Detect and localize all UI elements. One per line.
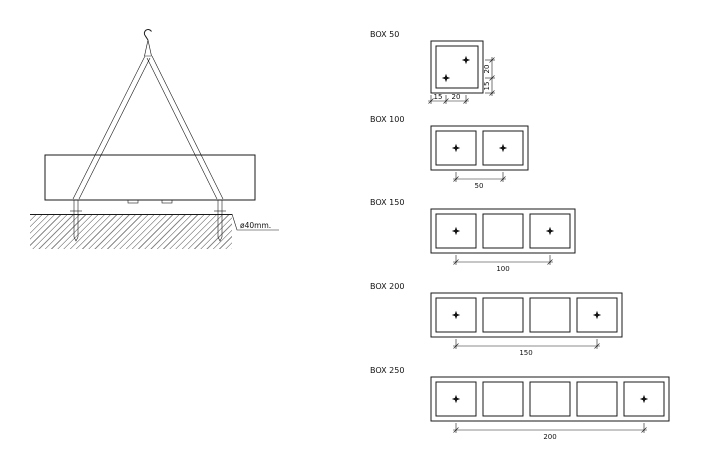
dim-label: 15 xyxy=(483,82,491,91)
sling-line xyxy=(72,55,146,200)
compartment xyxy=(576,297,618,333)
compartment xyxy=(482,381,524,417)
dim-label: 20 xyxy=(452,93,461,101)
crane-hook-icon xyxy=(143,29,152,41)
annotation-leader xyxy=(231,213,279,231)
anchor-point-marker xyxy=(441,73,451,83)
anchor-point-marker xyxy=(451,226,461,236)
compartment xyxy=(435,297,477,333)
compartment xyxy=(435,213,477,249)
anchor-point-marker xyxy=(451,394,461,404)
box-150-drawing xyxy=(430,208,576,265)
shackle xyxy=(144,39,152,57)
compartment xyxy=(435,130,477,166)
box-100-drawing xyxy=(430,125,529,182)
sling-line xyxy=(78,57,151,200)
box-200-drawing xyxy=(430,292,623,349)
box-250-label: BOX 250 xyxy=(370,366,404,375)
dim-label: 150 xyxy=(519,349,532,357)
sling-line xyxy=(151,55,224,200)
compartment xyxy=(576,381,618,417)
compartment xyxy=(623,381,665,417)
compartment xyxy=(482,213,524,249)
box-outline xyxy=(430,292,623,338)
box-outline xyxy=(430,125,529,171)
compartment xyxy=(529,213,571,249)
dim-label: 200 xyxy=(543,433,556,441)
compartment xyxy=(435,381,477,417)
box-200-label: BOX 200 xyxy=(370,282,404,291)
box-250-drawing xyxy=(430,376,670,433)
dim-label: 100 xyxy=(496,265,509,273)
compartment xyxy=(482,297,524,333)
compartment xyxy=(529,297,571,333)
pin-tip xyxy=(217,236,223,242)
box-50-label: BOX 50 xyxy=(370,30,399,39)
anchor-point-marker xyxy=(498,143,508,153)
anchor-point-marker xyxy=(451,143,461,153)
box-100-label: BOX 100 xyxy=(370,115,404,124)
dim-label: 15 xyxy=(434,93,443,101)
dim-label: 20 xyxy=(483,65,491,74)
box-tab xyxy=(127,199,139,204)
anchor-point-marker xyxy=(639,394,649,404)
box-outline xyxy=(430,208,576,254)
sling-line xyxy=(146,57,218,200)
anchor-point-marker xyxy=(451,310,461,320)
compartment xyxy=(435,45,479,89)
compartment xyxy=(529,381,571,417)
anchor-point-marker xyxy=(592,310,602,320)
box-50-drawing xyxy=(428,40,495,104)
anchor-point-marker xyxy=(461,55,471,65)
compartment xyxy=(482,130,524,166)
box-outline xyxy=(430,40,484,94)
planter-box xyxy=(44,154,256,201)
ground-hatch xyxy=(30,214,232,249)
dim-label: 50 xyxy=(475,182,484,190)
lifting-diagram: ø40mm. xyxy=(44,29,279,242)
box-tab xyxy=(161,199,173,204)
box-outline xyxy=(430,376,670,422)
sling-lines xyxy=(72,55,224,200)
ground-pins xyxy=(70,200,226,242)
pin-tip xyxy=(73,236,79,242)
box-150-label: BOX 150 xyxy=(370,198,404,207)
pin-diameter-label: ø40mm. xyxy=(240,221,271,230)
anchor-point-marker xyxy=(545,226,555,236)
